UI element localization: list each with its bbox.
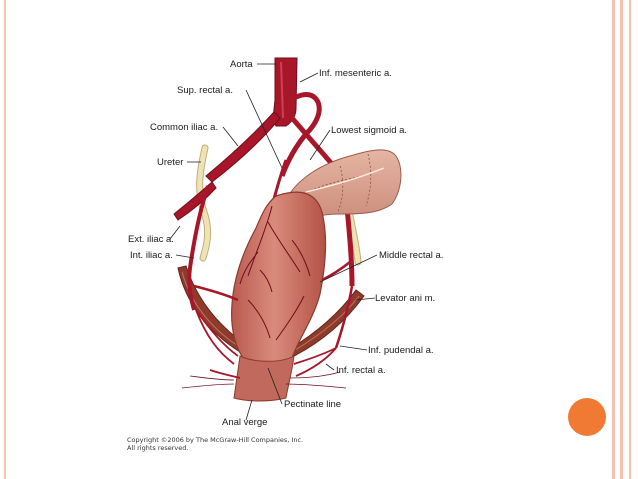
label-inf-mesenteric: Inf. mesenteric a. [319, 68, 392, 79]
label-inf-rectal: Inf. rectal a. [336, 365, 386, 376]
copyright-line-1: Copyright ©2006 by The McGraw-Hill Compa… [127, 436, 304, 444]
right-frame-border [620, 0, 623, 479]
label-anal-verge: Anal verge [222, 417, 267, 428]
leader-lines [169, 63, 378, 421]
orange-circle-icon [568, 398, 606, 436]
label-aorta: Aorta [230, 59, 253, 70]
right-frame-border [629, 0, 631, 479]
label-levator-ani: Levator ani m. [375, 293, 435, 304]
label-sup-rectal: Sup. rectal a. [177, 85, 233, 96]
levator-ani-right-stripe [291, 295, 360, 353]
aorta [273, 57, 298, 127]
label-inf-pudendal: Inf. pudendal a. [368, 345, 434, 356]
inf-rectal-branches [195, 309, 337, 379]
inf-mesenteric-artery [279, 92, 322, 177]
ext-iliac-left [173, 181, 217, 221]
sigmoid-taenia [305, 167, 385, 193]
copyright-notice: Copyright ©2006 by The McGraw-Hill Compa… [127, 436, 303, 452]
inf-pudendal-right [334, 285, 354, 349]
aorta-highlight [280, 61, 284, 119]
label-middle-rectal: Middle rectal a. [379, 250, 443, 261]
perianal-vessels [181, 371, 347, 389]
left-frame-border [4, 0, 6, 479]
anal-canal [233, 355, 295, 402]
label-lowest-sigmoid: Lowest sigmoid a. [331, 125, 407, 136]
int-iliac-left [187, 185, 210, 311]
copyright-line-2: All rights reserved. [127, 444, 189, 452]
label-int-iliac: Int. iliac a. [130, 250, 173, 261]
common-iliac-left [205, 111, 281, 183]
label-ureter: Ureter [157, 157, 183, 168]
rectal-vessel-branches [239, 205, 311, 341]
middle-rectal-left [193, 284, 239, 302]
levator-ani-left-stripe [181, 271, 239, 347]
ureter-left-inner [197, 145, 211, 261]
label-pectinate-line: Pectinate line [284, 399, 341, 410]
right-frame-border [612, 0, 615, 479]
label-common-iliac: Common iliac a. [150, 122, 218, 133]
label-ext-iliac: Ext. iliac a. [128, 234, 174, 245]
middle-rectal-right [321, 261, 351, 282]
